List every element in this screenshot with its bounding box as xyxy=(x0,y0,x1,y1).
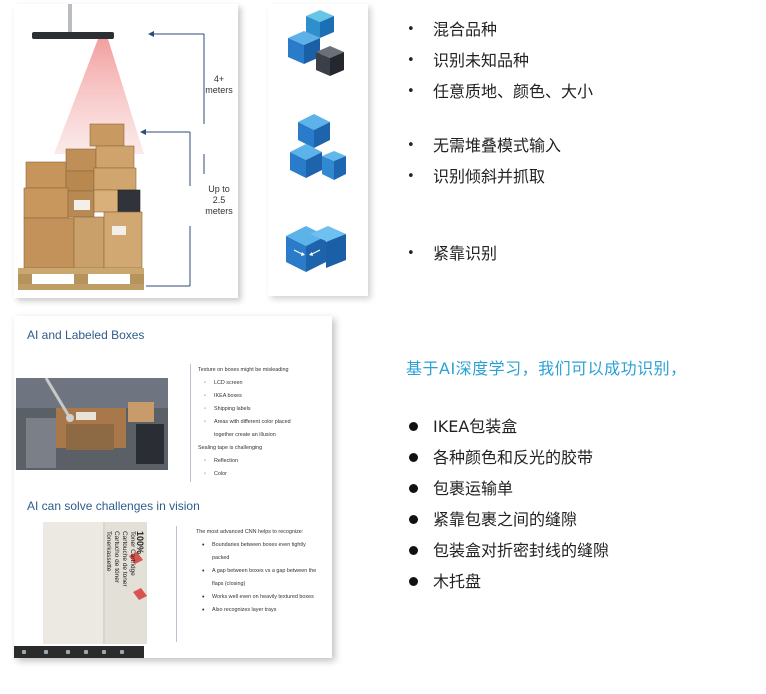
cnn-recognition-notes: The most advanced CNN helps to recognize… xyxy=(196,526,330,617)
misleading-texture-notes: Texture on boxes might be misleading LCD… xyxy=(198,364,328,481)
toolbar-icon[interactable] xyxy=(66,650,70,654)
toolbar-icon[interactable] xyxy=(102,650,106,654)
list-item: IKEA包装盒 xyxy=(407,416,609,447)
list-item: 包装盒对折密封线的缝隙 xyxy=(407,540,609,571)
cube-icons-panel xyxy=(268,4,368,296)
list-item: 木托盘 xyxy=(407,571,609,602)
list-item: 紧靠包裹之间的缝隙 xyxy=(407,509,609,540)
toolbar-icon[interactable] xyxy=(84,650,88,654)
slide-title-labeled-boxes: AI and Labeled Boxes xyxy=(27,328,145,342)
insight-text: 基于AI深度学习，我们可以成功识别， xyxy=(406,359,687,378)
tilted-cubes-icon xyxy=(290,114,346,180)
warehouse-robot-photo xyxy=(16,378,168,470)
height-label-camera: 4+ meters xyxy=(205,74,233,95)
list-item: 包裹运输单 xyxy=(407,478,609,509)
toolbar-icon[interactable] xyxy=(44,650,48,654)
list-item: 混合品种 xyxy=(407,18,593,49)
feature-list-mixed: 混合品种 识别未知品种 任意质地、颜色、大小 xyxy=(407,18,593,111)
list-item: 识别倾斜并抓取 xyxy=(407,165,561,196)
feature-list-tilted: 无需堆叠模式输入 识别倾斜并抓取 xyxy=(407,134,561,196)
presentation-toolbar[interactable] xyxy=(14,646,144,658)
toolbar-icon[interactable] xyxy=(120,650,124,654)
list-item: 任意质地、颜色、大小 xyxy=(407,80,593,111)
toner-box-photo xyxy=(43,522,147,644)
adjacent-cubes-icon xyxy=(286,226,346,272)
slide-title-ai-vision: AI can solve challenges in vision xyxy=(27,499,200,513)
scanner-illustration-panel: 4+ meters Up to 2.5 meters xyxy=(14,4,238,298)
list-item: 识别未知品种 xyxy=(407,49,593,80)
recognized-items-list: IKEA包装盒 各种颜色和反光的胶带 包裹运输单 紧靠包裹之间的缝隙 包装盒对折… xyxy=(407,416,609,602)
feature-list-adjacent: 紧靠识别 xyxy=(407,242,497,273)
presentation-slide: AI and Labeled Boxes Texture on boxes mi… xyxy=(14,316,332,658)
height-label-pallet: Up to 2.5 meters xyxy=(205,184,233,216)
list-item: 紧靠识别 xyxy=(407,242,497,273)
list-item: 无需堆叠模式输入 xyxy=(407,134,561,165)
list-item: 各种颜色和反光的胶带 xyxy=(407,447,609,478)
mixed-cubes-icon xyxy=(288,10,344,76)
toolbar-icon[interactable] xyxy=(22,650,26,654)
pallet-scanner-diagram xyxy=(18,4,205,290)
toner-box-print: 100% Toner Cartridge Cartouche de toner … xyxy=(105,531,145,587)
